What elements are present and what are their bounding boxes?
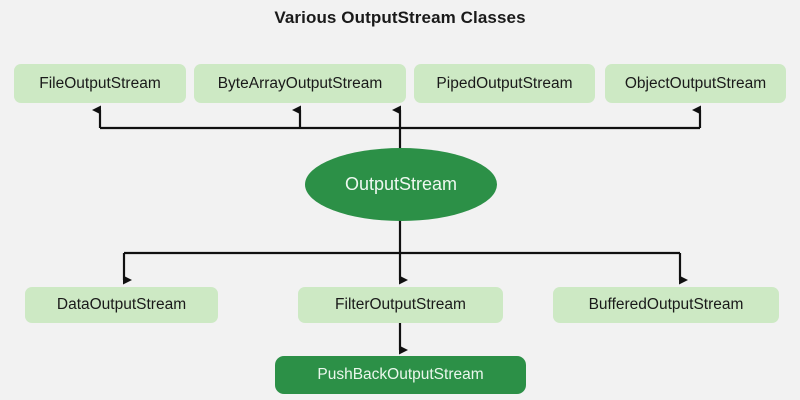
node-label: ObjectOutputStream (624, 74, 767, 92)
node-label: PushBackOutputStream (317, 366, 484, 383)
node-label: OutputStream (344, 174, 458, 194)
node-label: PipedOutputStream (436, 74, 573, 92)
node-outputstream-root[interactable]: OutputStream (305, 148, 497, 221)
node-pipedoutputstream[interactable]: PipedOutputStream (414, 64, 595, 103)
node-objectoutputstream[interactable]: ObjectOutputStream (605, 64, 786, 103)
node-label: FilterOutputStream (335, 296, 466, 313)
node-pushbackoutputstream[interactable]: PushBackOutputStream (275, 356, 526, 394)
node-fileoutputstream[interactable]: FileOutputStream (14, 64, 186, 103)
node-filteroutputstream[interactable]: FilterOutputStream (298, 287, 503, 323)
page-title: Various OutputStream Classes (274, 8, 526, 27)
node-label: BufferedOutputStream (588, 296, 744, 313)
node-bufferedoutputstream[interactable]: BufferedOutputStream (553, 287, 779, 323)
node-label: FileOutputStream (39, 74, 161, 92)
node-bytearrayoutputstream[interactable]: ByteArrayOutputStream (194, 64, 406, 103)
node-dataoutputstream[interactable]: DataOutputStream (25, 287, 218, 323)
node-label: ByteArrayOutputStream (217, 74, 383, 92)
node-label: DataOutputStream (56, 296, 187, 313)
